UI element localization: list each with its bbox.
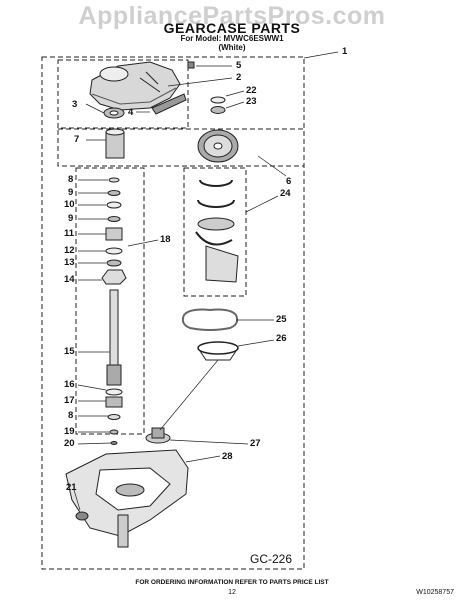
gearcase-base: [65, 449, 189, 548]
callout-25: 25: [276, 314, 287, 325]
lower-shaft-parts: [105, 388, 123, 445]
callout-3: 3: [72, 99, 78, 110]
clutch-group-box: [183, 167, 247, 297]
drain-plug: [75, 511, 89, 521]
callout-22: 22: [246, 85, 257, 96]
assembly-boundary: [41, 56, 305, 570]
shaft-group-box: [75, 167, 145, 435]
gear-group-box: [57, 128, 305, 167]
clutch-assembly: [195, 179, 239, 283]
callout-23: 23: [246, 96, 257, 107]
callout-21: 21: [66, 482, 77, 493]
callout-15: 15: [64, 346, 75, 357]
screw: [187, 61, 195, 69]
callout-9-lower: 9: [68, 213, 74, 224]
callout-26: 26: [276, 333, 287, 344]
washer-23: [210, 106, 226, 114]
vent-plug: [151, 93, 187, 115]
callout-4: 4: [128, 107, 134, 118]
callout-13: 13: [64, 257, 75, 268]
drive-gear: [145, 427, 171, 444]
callout-28: 28: [222, 451, 233, 462]
callout-27: 27: [250, 438, 261, 449]
drive-ring: [181, 308, 239, 331]
leader-lines: [73, 51, 339, 511]
callout-6: 6: [286, 176, 292, 187]
agitator-shaft: [106, 289, 122, 386]
gearcase-cover: [89, 61, 181, 111]
pinion-gear: [105, 128, 125, 159]
seal: [103, 107, 125, 119]
washer-22: [210, 96, 226, 104]
callout-19: 19: [64, 426, 75, 437]
callout-8-lower: 8: [68, 410, 74, 421]
callout-16: 16: [64, 379, 75, 390]
page-title: GEARCASE PARTS: [163, 20, 301, 36]
callout-7: 7: [74, 134, 80, 145]
callout-12: 12: [64, 245, 75, 256]
callout-8-upper: 8: [68, 174, 74, 185]
callout-24: 24: [280, 188, 291, 199]
shaft-stack-parts: [101, 177, 127, 285]
callout-9-upper: 9: [68, 187, 74, 198]
callout-14: 14: [64, 274, 75, 285]
diagram-code: GC-226: [250, 552, 293, 566]
document-number: W10258757: [416, 589, 454, 596]
color-line: (White): [218, 43, 246, 52]
callout-1: 1: [342, 46, 348, 57]
callout-18: 18: [160, 234, 171, 245]
ring-seal: [197, 341, 239, 361]
cover-group-box: [57, 59, 189, 129]
page-number: 12: [228, 589, 236, 596]
large-gear: [197, 129, 239, 163]
callout-11: 11: [64, 228, 75, 239]
callout-5: 5: [236, 60, 242, 71]
callout-2: 2: [236, 72, 242, 83]
callout-17: 17: [64, 395, 75, 406]
ordering-instruction: FOR ORDERING INFORMATION REFER TO PARTS …: [135, 579, 329, 586]
callout-10: 10: [64, 199, 75, 210]
watermark: AppliancePartsPros.com: [78, 2, 386, 30]
callout-20: 20: [64, 438, 75, 449]
model-line: For Model: MVWC6ESWW1: [180, 34, 284, 43]
